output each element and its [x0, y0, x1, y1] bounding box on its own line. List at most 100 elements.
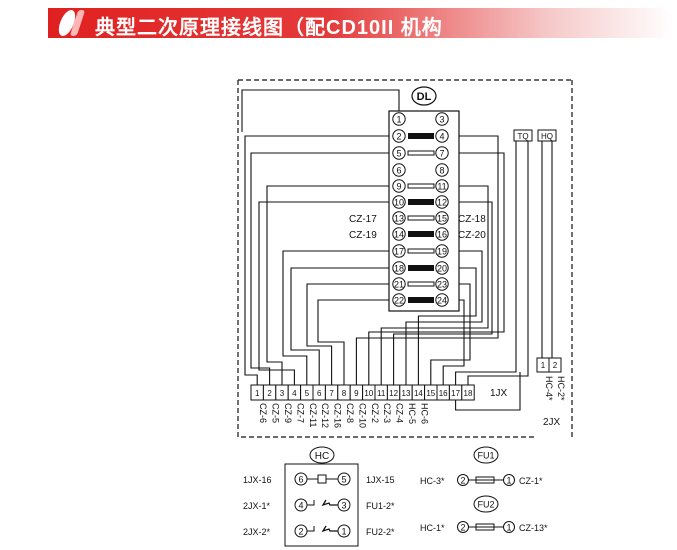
fu1-terminal-label: 2	[460, 475, 465, 485]
1jx-terminal-number: 17	[451, 389, 460, 398]
1jx-terminal-number: 2	[267, 389, 272, 398]
dl-terminal-12	[435, 195, 449, 209]
dl-terminal-7-label: 7	[439, 148, 444, 158]
dl-terminal-24	[435, 293, 449, 307]
dl-contact-open	[407, 183, 435, 189]
hc-block	[284, 463, 359, 547]
dl-terminal-18	[392, 261, 406, 275]
fu2-terminal-label: 1	[506, 522, 511, 532]
1jx-terminal-number: 3	[280, 389, 285, 398]
wire-dl4	[355, 135, 499, 385]
dl-badge	[411, 86, 437, 106]
1jx-wire-label: CZ-4	[395, 403, 405, 423]
dl-terminal-13-label: 13	[394, 213, 404, 223]
dl-terminal-16	[435, 227, 449, 241]
dl-terminal-16-label: 16	[437, 229, 447, 239]
1jx-wire-label: CZ-5	[271, 403, 281, 423]
dl-label: DL	[417, 91, 432, 103]
dl-terminal-10-label: 10	[394, 197, 404, 207]
dl-terminal-11-label: 11	[437, 181, 446, 191]
1jx-terminal-number: 18	[464, 389, 473, 398]
fu2-label: FU2	[477, 500, 494, 510]
wire-tq2	[467, 141, 529, 385]
fu1-right-label: CZ-1*	[519, 476, 543, 486]
dl-terminal-11	[435, 179, 449, 193]
dl-terminal-10	[392, 195, 406, 209]
dl-contact-open	[407, 248, 435, 254]
wire-dl23	[430, 283, 471, 385]
fu2-badge	[473, 495, 499, 513]
dl-terminal-6-label: 6	[396, 165, 401, 175]
dl-terminal-14-label: 14	[394, 229, 404, 239]
wire-dl18	[290, 267, 392, 385]
1jx-wire-label: CZ-6	[258, 403, 268, 423]
dl-contact-closed	[408, 199, 434, 205]
dl-terminal-19	[435, 244, 449, 258]
1jx-terminal-number: 4	[292, 389, 297, 398]
hc-label: HC	[315, 451, 329, 462]
dl-terminal-12-label: 12	[437, 197, 447, 207]
hc-row-left-label: 1JX-16	[243, 475, 272, 485]
1jx-wire-label: HC-5	[407, 403, 417, 424]
1jx-wire-label: CZ-8	[345, 403, 355, 423]
hc-terminal-label: 4	[298, 500, 303, 510]
hc-badge	[309, 446, 335, 464]
dl-terminal-9	[392, 179, 406, 193]
wire-dl17	[282, 250, 392, 385]
dl-terminal-4-label: 4	[439, 131, 444, 141]
2jx-terminal	[548, 357, 562, 373]
hc-contact	[307, 500, 315, 506]
dl-terminal-22	[392, 293, 406, 307]
2jx-label: 2JX	[543, 417, 561, 428]
dl-cz-label-left: CZ-19	[349, 230, 377, 241]
fu2-terminal	[503, 521, 515, 533]
dl-terminal-24-label: 24	[437, 295, 447, 305]
dl-contact-open	[407, 150, 435, 156]
fu2-right-label: CZ-13*	[519, 523, 548, 533]
hq-box	[537, 129, 557, 142]
hc-row-right-label: FU1-2*	[366, 501, 395, 511]
1jx-terminal-number: 8	[342, 389, 347, 398]
1jx-terminal-number: 16	[439, 389, 448, 398]
dl-contact-closed	[408, 265, 434, 271]
dl-terminal-21	[392, 277, 406, 291]
dl-terminal-23	[435, 277, 449, 291]
hc-terminal-label: 3	[341, 500, 346, 510]
1jx-terminal-number: 15	[426, 389, 435, 398]
dl-contact-open	[407, 281, 435, 287]
wire-dl22	[317, 299, 392, 385]
dl-terminal-13	[392, 211, 406, 225]
1jx-wire-label: CZ-9	[283, 403, 293, 423]
hc-terminal-label: 6	[298, 474, 303, 484]
dl-terminal-18-label: 18	[394, 263, 404, 273]
fu1-left-label: HC-3*	[420, 476, 445, 486]
dl-terminal-15	[435, 211, 449, 225]
dl-terminal-3-label: 3	[439, 114, 444, 124]
hq-label: HQ	[541, 132, 553, 141]
dl-terminal-23-label: 23	[437, 279, 447, 289]
2jx-terminal-number: 1	[541, 361, 546, 370]
dl-terminal-22-label: 22	[394, 295, 404, 305]
1jx-wire-label: CZ-3	[382, 403, 392, 423]
fu2-terminal-label: 2	[460, 522, 465, 532]
dl-terminal-20-label: 20	[437, 263, 447, 273]
dl-terminal-21-label: 21	[394, 279, 404, 289]
title-bar	[48, 8, 673, 38]
2jx-terminal-number: 2	[553, 361, 558, 370]
1jx-wire-label: CZ-7	[295, 403, 305, 423]
1jx-terminal-number: 6	[317, 389, 322, 398]
dl-terminal-2-label: 2	[396, 131, 401, 141]
1jx-terminal-number: 1	[255, 389, 260, 398]
dl-terminal-19-label: 19	[437, 246, 447, 256]
hc-contact-switch	[321, 499, 338, 507]
dl-contact-closed	[408, 297, 434, 303]
1jx-terminal-number: 12	[389, 389, 398, 398]
hc-contact-box	[317, 474, 327, 484]
1jx-wire-label: CZ-16	[333, 403, 343, 428]
dl-terminal-6	[392, 163, 406, 177]
dl-cz-label-right: CZ-20	[458, 230, 486, 241]
dl-contact-open	[407, 215, 435, 221]
1jx-terminal	[461, 384, 475, 401]
dl-terminal-8-label: 8	[439, 165, 444, 175]
